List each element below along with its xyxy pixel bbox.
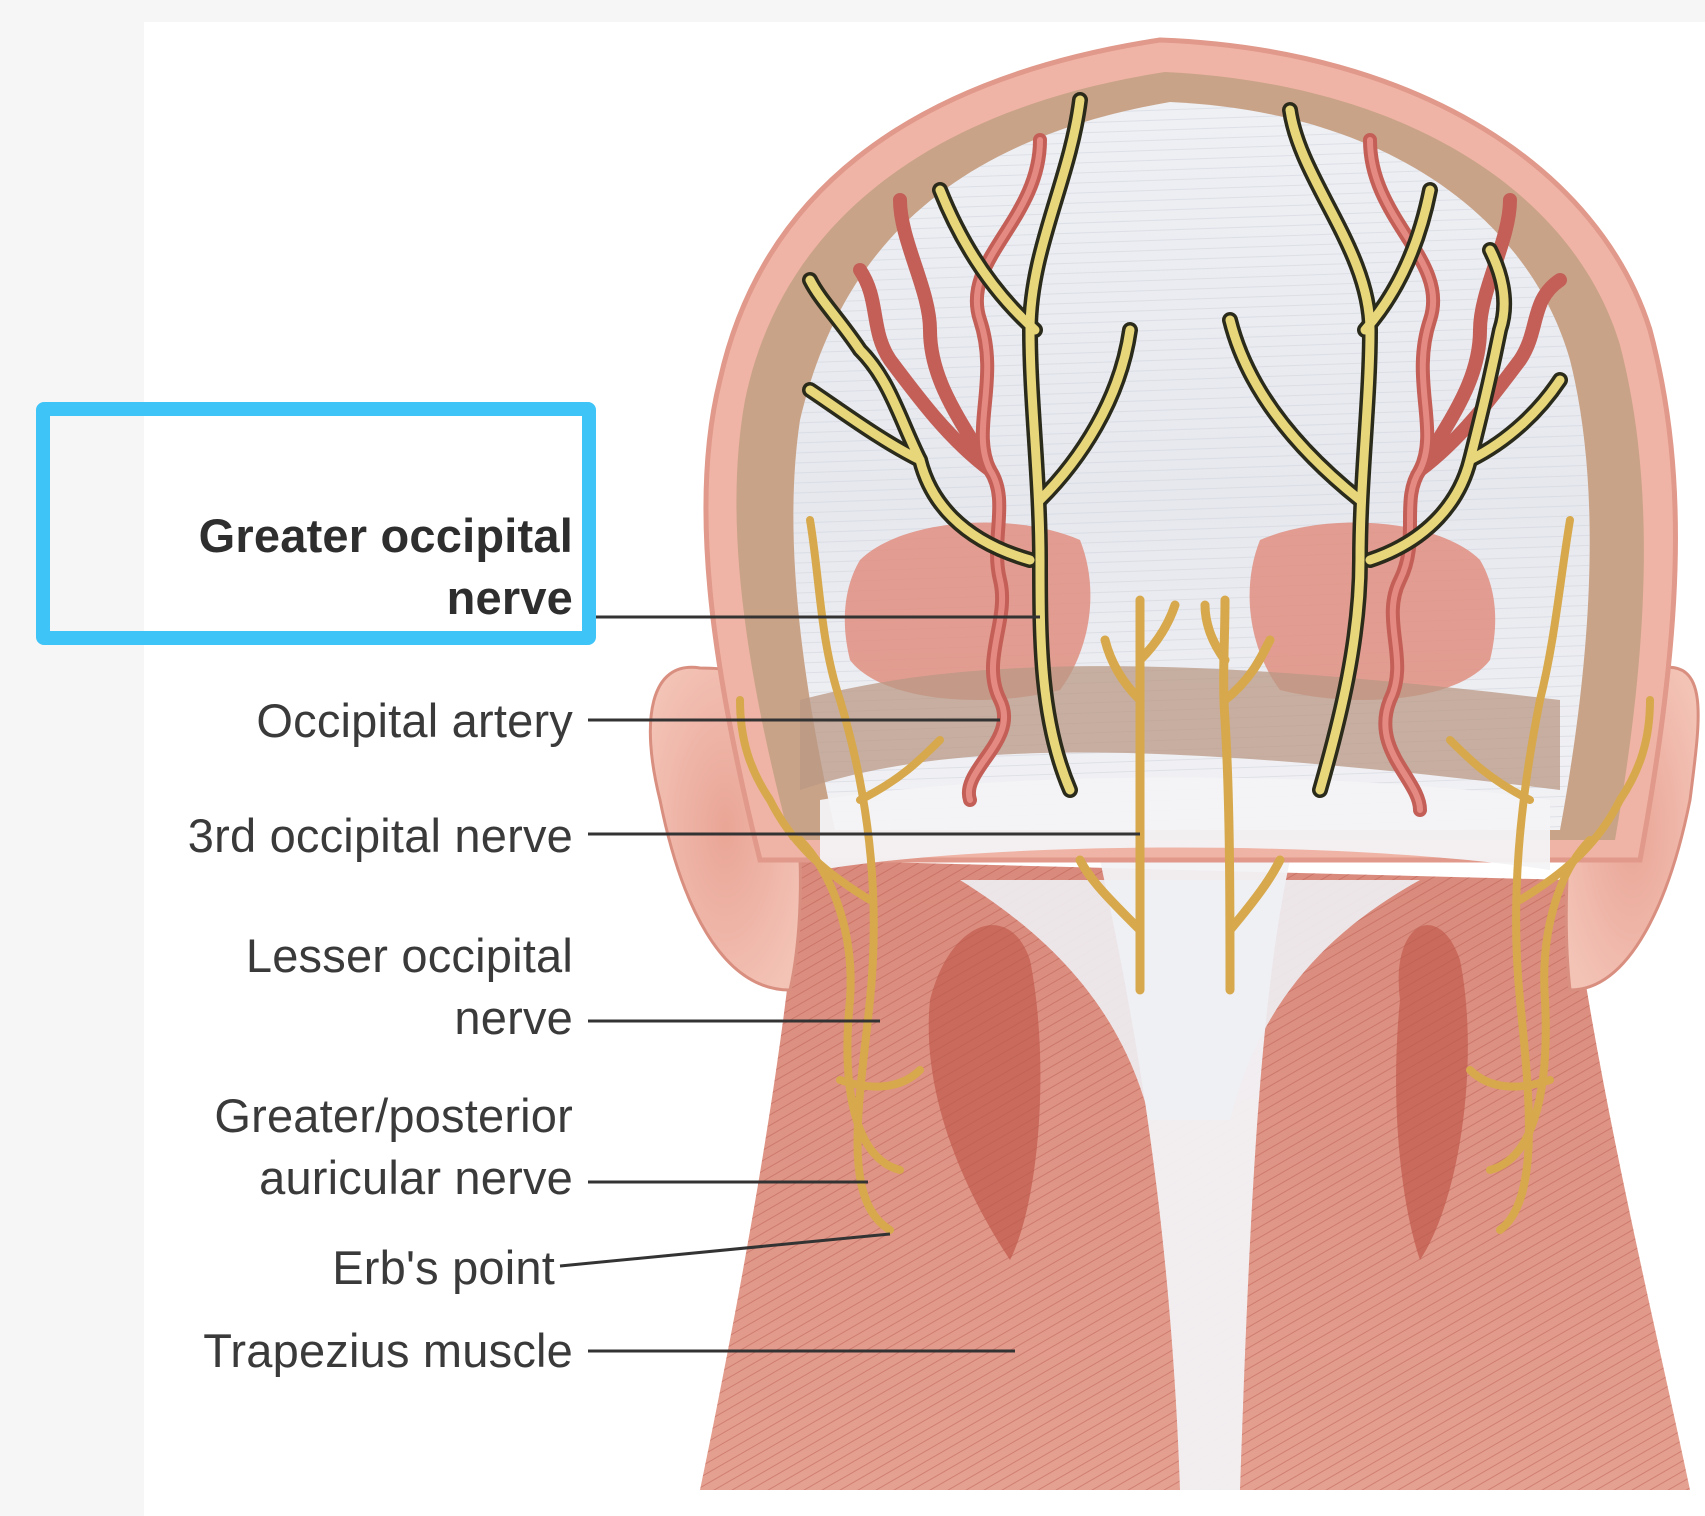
label-trapezius-muscle: Trapezius muscle [203,1320,573,1382]
label-erbs-point: Erb's point [332,1237,555,1299]
label-greater-auricular-line2: auricular nerve [214,1147,573,1209]
highlight-box [36,402,596,645]
label-lesser-occipital-line2: nerve [246,987,573,1049]
label-third-occipital-nerve: 3rd occipital nerve [188,805,573,867]
label-third-occipital-text: 3rd occipital nerve [188,805,573,867]
label-trapezius-text: Trapezius muscle [203,1320,573,1382]
label-greater-auricular-line1: Greater/posterior [214,1085,573,1147]
label-occipital-artery-text: Occipital artery [256,690,573,752]
label-greater-auricular-nerve: Greater/posterior auricular nerve [214,1085,573,1209]
label-occipital-artery: Occipital artery [256,690,573,752]
label-erbs-point-text: Erb's point [332,1237,555,1299]
label-lesser-occipital-line1: Lesser occipital [246,925,573,987]
label-lesser-occipital-nerve: Lesser occipital nerve [246,925,573,1049]
